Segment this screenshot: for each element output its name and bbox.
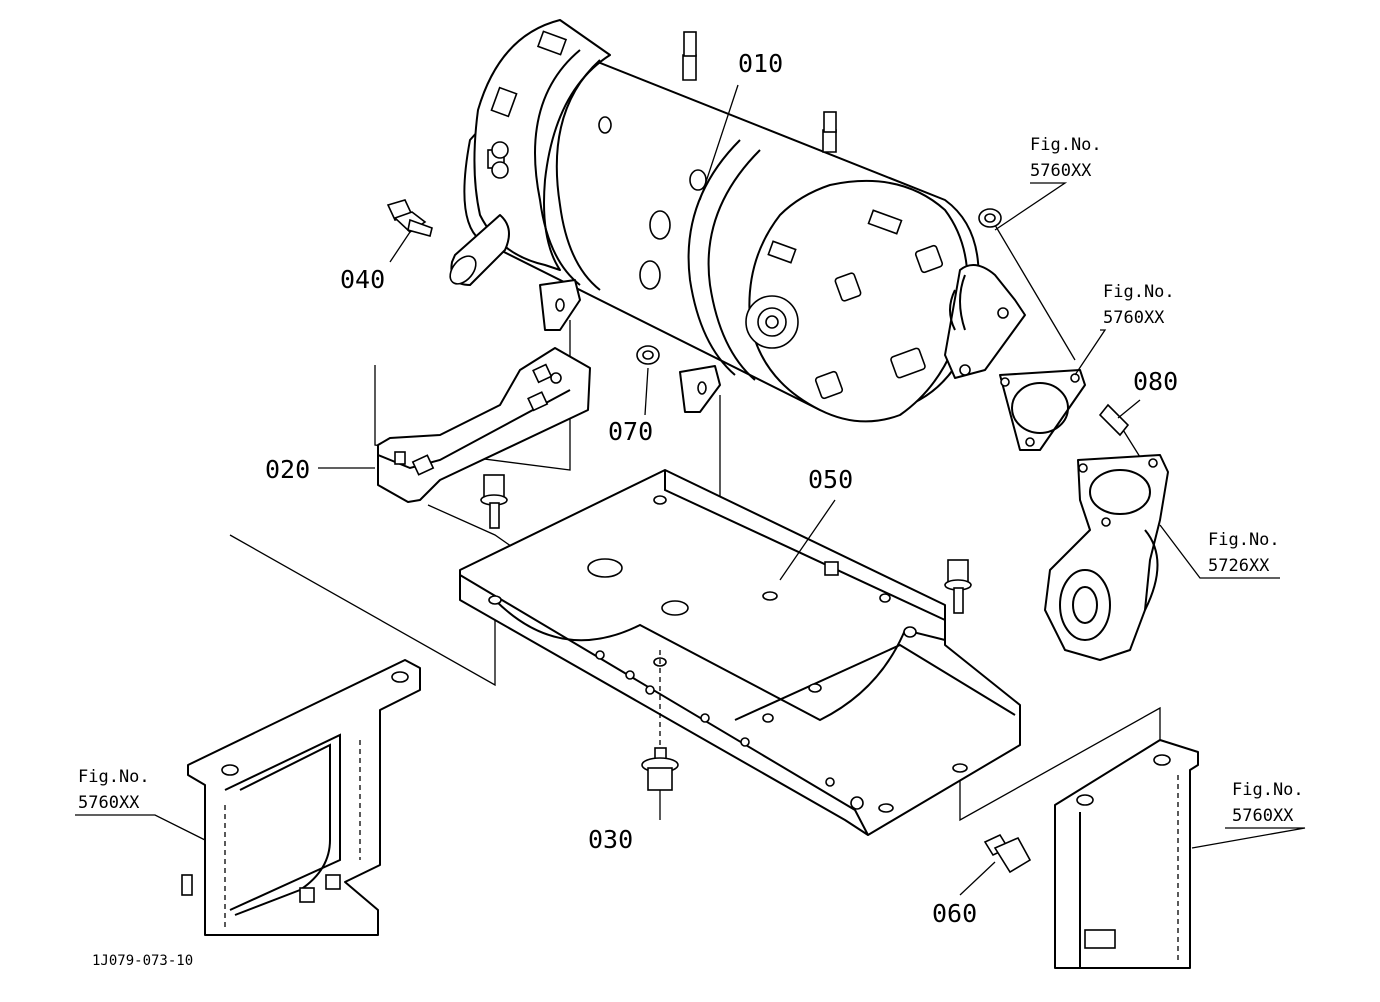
stud-080 — [1098, 403, 1130, 437]
drawing-code: 1J079-073-10 — [92, 953, 193, 969]
bracket-020 — [377, 347, 591, 503]
label-020: 020 — [265, 455, 310, 484]
gasket — [999, 369, 1086, 451]
label-080: 080 — [1133, 367, 1178, 396]
figref-right-frame-code: 5760XX — [1232, 806, 1294, 826]
bolt-060 — [983, 833, 1032, 874]
nut-070 — [636, 345, 660, 365]
label-010: 010 — [738, 49, 783, 78]
label-060: 060 — [932, 899, 977, 928]
figref-pipe-title: Fig.No. — [1208, 530, 1280, 550]
label-050: 050 — [808, 465, 853, 494]
bolt-040 — [386, 199, 433, 237]
label-070: 070 — [608, 417, 653, 446]
nut-top-right — [978, 208, 1002, 228]
label-030: 030 — [588, 825, 633, 854]
label-040: 040 — [340, 265, 385, 294]
right-frame — [1054, 739, 1199, 969]
figref-top-right-code: 5760XX — [1030, 161, 1092, 181]
figref-left-frame-code: 5760XX — [78, 793, 140, 813]
left-frame — [181, 659, 421, 936]
label-leaders — [75, 84, 1306, 896]
bolt-030 — [480, 474, 972, 791]
figref-top-right-title: Fig.No. — [1030, 135, 1102, 155]
muffler-010 — [449, 19, 1026, 423]
figref-left-frame-title: Fig.No. — [78, 767, 150, 787]
figref-pipe-code: 5726XX — [1208, 556, 1270, 576]
tray-050 — [459, 469, 1021, 836]
figref-right-frame-title: Fig.No. — [1232, 780, 1304, 800]
figref-gasket-code: 5760XX — [1103, 308, 1165, 328]
exhaust-pipe — [1044, 454, 1169, 661]
figref-gasket-title: Fig.No. — [1103, 282, 1175, 302]
